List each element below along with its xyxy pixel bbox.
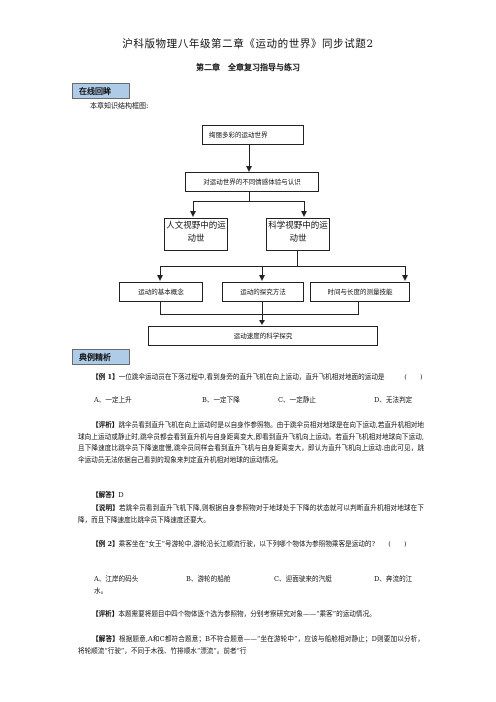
connector — [193, 201, 194, 211]
connector — [249, 144, 250, 166]
example-1-answer: 【解答】D — [92, 491, 124, 499]
chart-node-concepts: 运动的基本概念 — [119, 282, 203, 302]
connector — [262, 315, 263, 321]
connector — [193, 201, 305, 202]
option-d: D、奔流的江水。 — [94, 575, 413, 595]
option-b: B、一定下降 — [202, 396, 240, 404]
chapter-title: 第二章 全章复习指导与练习 — [196, 62, 300, 72]
chart-node-bottom: 运动速度的科学探究 — [148, 326, 378, 346]
arrow-icon — [259, 275, 265, 281]
option-c: C、一定静止 — [278, 396, 317, 404]
option-a: A、一定上升 — [94, 396, 132, 404]
option-c: C、迎面驶来的汽艇 — [274, 575, 332, 583]
example-1-question: 【例 1】一位跳伞运动员在下落过程中,看到身旁的直升飞机在向上运动，直升飞机相对… — [92, 373, 423, 381]
example-2-question: 【例 2】乘客坐在“女王”号游轮中,游轮沿长江顺流行驶，以下列哪个物体为参照物乘… — [92, 540, 407, 548]
example-2-answer: 【解答】根据题意,A和C都符合题意；B不符合题意——“坐在游轮中”，应该与船舱相… — [78, 635, 425, 655]
connector — [160, 266, 161, 275]
chart-node-measurement: 时间与长度的测量技能 — [310, 282, 410, 302]
arrow-icon — [246, 166, 252, 172]
option-b: B、游轮的船舱 — [186, 575, 231, 583]
chart-node-mid: 对运动世界的不同情感体验与认识 — [185, 172, 319, 192]
option-a: A、江岸的码头 — [94, 575, 139, 583]
arrow-icon — [190, 211, 196, 217]
intro-text: 本章知识结构框图: — [90, 102, 149, 110]
example-1-options: A、一定上升 B、一定下降 C、一定静止 D、无法判定 — [94, 395, 424, 407]
connector — [405, 266, 406, 275]
chart-node-humanities: 人文视野中的运动世 — [164, 218, 228, 251]
connector — [160, 266, 406, 267]
connector — [160, 314, 359, 315]
chart-node-science: 科学视野中的运动世 — [266, 218, 330, 251]
arrow-icon — [301, 211, 307, 217]
connector — [160, 301, 161, 314]
example-1-analysis: 【评析】跳伞员看到直升飞机在向上运动时是以自身作参照物。由于跳伞员相对地球是在向… — [78, 421, 424, 464]
example-2-analysis: 【评析】本题需要将题目中四个物体逐个选为参照物，分别考察研究对象——“乘客”的运… — [92, 610, 376, 618]
connector — [262, 301, 263, 314]
connector — [304, 201, 305, 211]
document-title: 沪科版物理八年级第二章《运动的世界》同步试题2 — [122, 38, 374, 50]
arrow-icon — [157, 275, 163, 281]
option-d: D、无法判定 — [374, 396, 413, 404]
connector — [249, 191, 250, 201]
section-tag-examples: 典例精析 — [72, 349, 130, 365]
chart-node-methods: 运动的探究方法 — [222, 282, 304, 302]
section-tag-review: 在线回眸 — [72, 83, 130, 99]
example-1-note: 【说明】若跳伞员看到直升飞机下降,则根据自身参照物对于地球处于下降的状态就可以判… — [78, 504, 424, 524]
arrow-icon — [402, 275, 408, 281]
arrow-icon — [259, 320, 265, 325]
chart-node-top: 绚丽多彩的运动世界 — [202, 125, 304, 145]
connector — [262, 266, 263, 275]
connector — [358, 301, 359, 314]
connector — [297, 250, 298, 266]
